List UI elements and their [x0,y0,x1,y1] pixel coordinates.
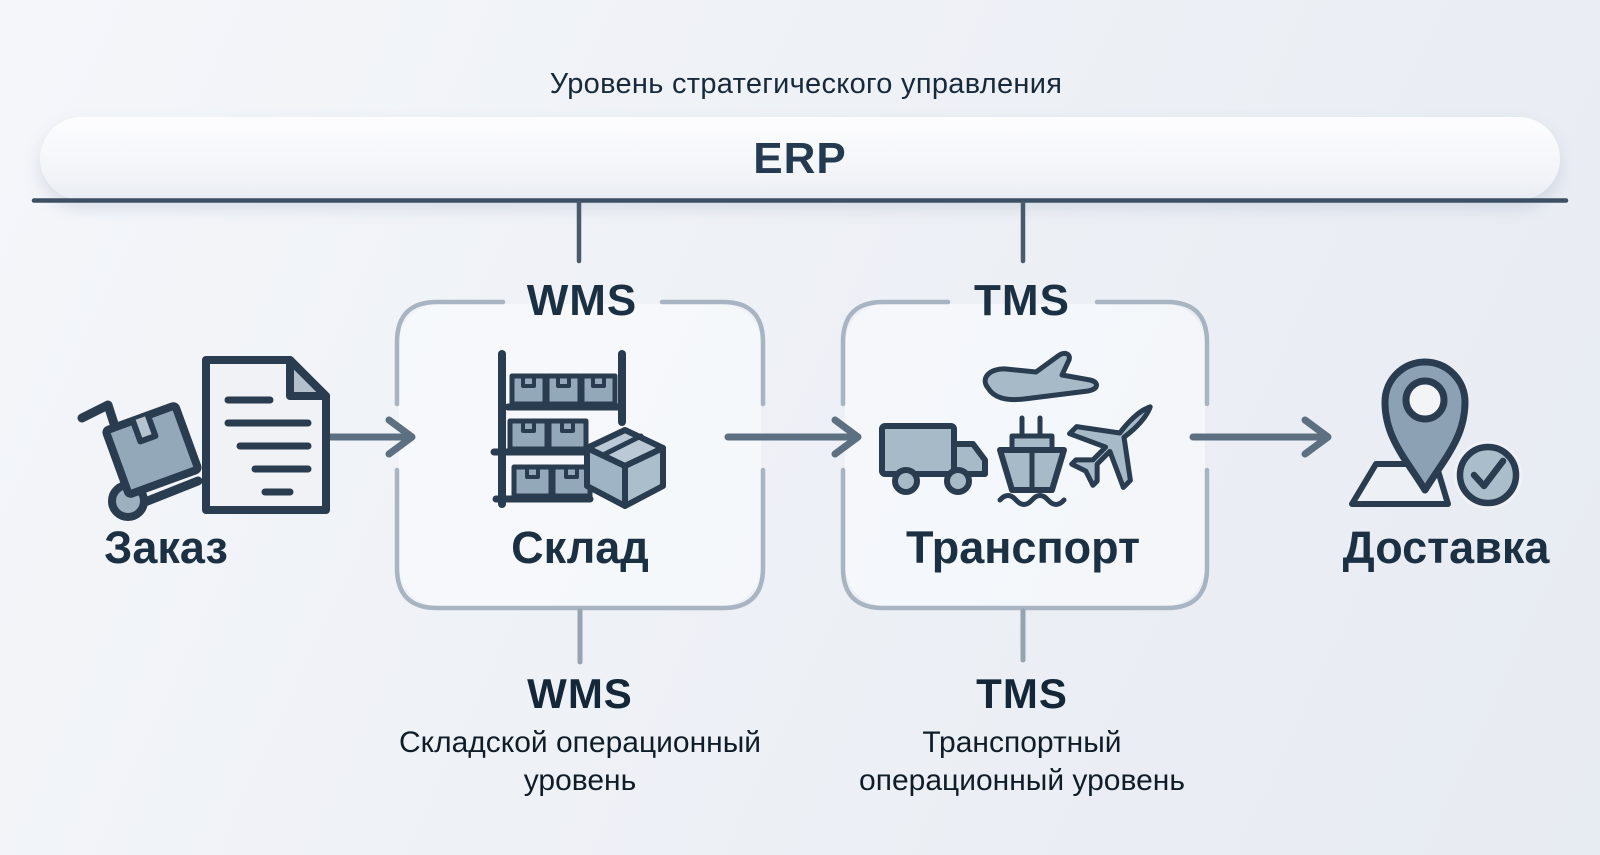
handtruck-base [135,476,203,509]
pin-hole [1402,377,1448,423]
ship-icon [997,415,1067,507]
tms-footnote-title: TMS [976,670,1068,717]
document-text-lines [224,396,312,496]
shelf-boxes [507,373,618,499]
wms-box-border [394,299,766,611]
flying-plane-icon [982,350,1099,403]
waves [997,493,1067,507]
handtruck-box [102,402,202,498]
erp-bar: ERP [40,117,1560,200]
flow-arrows [274,416,1332,458]
box-tape-notches [521,374,606,479]
arrow-wms-to-tms [724,416,862,458]
location-pin-check-icon [1349,358,1523,510]
arrow-tms-to-delivery [1189,416,1332,458]
truck-icon [879,423,988,495]
airliner-icon [1067,404,1153,490]
delivery-label: Доставка [1342,522,1550,573]
tms-footnote-description: Транспортный операционный уровень [859,726,1185,797]
truck-ship-plane-icons [879,350,1153,507]
tms-box-border [840,299,1210,611]
erp-connectors [576,200,1026,264]
footnote-connectors [577,608,1026,665]
crate-3d-box [584,427,666,509]
wms-footnote-title: WMS [527,670,633,717]
wms-box-title: WMS [526,276,638,325]
document-handtruck-icon [77,356,330,521]
erp-label: ERP [753,133,847,183]
tms-box-title: TMS [974,276,1070,325]
check-circle-icon [1456,443,1520,507]
transport-label: Транспорт [905,522,1141,573]
warehouse-shelf-boxes-icon [490,350,666,509]
wms-footnote-description: Складской операционный уровень [398,726,762,797]
order-label: Заказ [104,522,228,573]
checkmark-icon [1470,457,1507,490]
strategic-level-title: Уровень стратегического управления [549,68,1063,100]
warehouse-label: Склад [511,522,649,573]
